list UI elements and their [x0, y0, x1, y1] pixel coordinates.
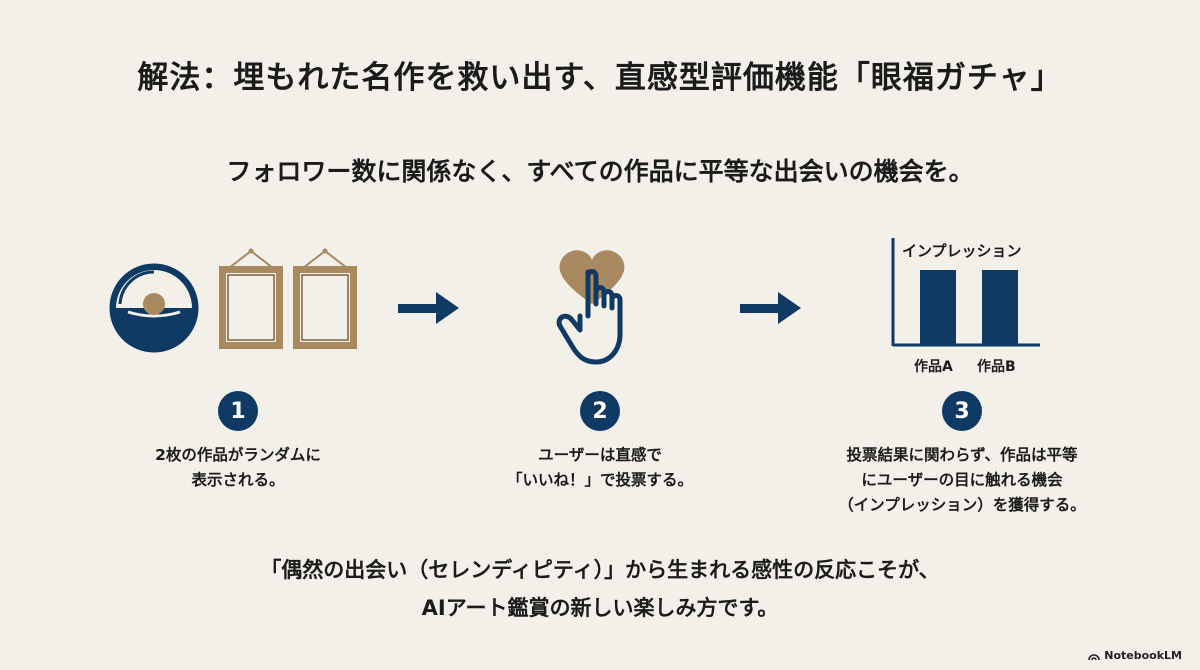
page-title: 解法：埋もれた名作を救い出す、直感型評価機能「眼福ガチャ」: [137, 60, 1063, 96]
arrow-right-icon: [398, 292, 459, 324]
bar-label-a: 作品A: [914, 359, 953, 375]
bar-work-b: [982, 270, 1018, 344]
step-number-1: 1: [218, 391, 258, 431]
picture-frame-icon: [219, 248, 283, 349]
picture-frame-icon: [293, 248, 357, 349]
arrow-right-icon: [740, 292, 801, 324]
bar-work-a: [920, 270, 956, 344]
notebooklm-brand: NotebookLM: [1088, 649, 1182, 662]
conclusion-line-1: 「偶然の出会い（セレンディピティ）」から生まれる感性の反応こそが、: [260, 558, 940, 582]
step-description-1: 2枚の作品がランダムに 表示される。: [155, 446, 321, 489]
conclusion-line-2: AIアート鑑賞の新しい楽しみ方です。: [421, 596, 779, 620]
step-description-3: 投票結果に関わらず、作品は平等 にユーザーの目に触れる機会 （インプレッション）…: [838, 446, 1086, 514]
heart-tap-icon: [556, 250, 625, 365]
notebooklm-logo-icon: [1088, 653, 1101, 660]
chart-title: インプレッション: [902, 242, 1022, 260]
step-number-3: 3: [942, 391, 982, 431]
gacha-capsule-icon: [109, 263, 199, 353]
step-number-2: 2: [580, 391, 620, 431]
page-subtitle: フォロワー数に関係なく、すべての作品に平等な出会いの機会を。: [226, 157, 974, 186]
step-description-2: ユーザーは直感で 「いいね！」で投票する。: [506, 446, 693, 489]
impression-bar-chart: [891, 238, 1040, 347]
bar-label-b: 作品B: [977, 359, 1016, 375]
